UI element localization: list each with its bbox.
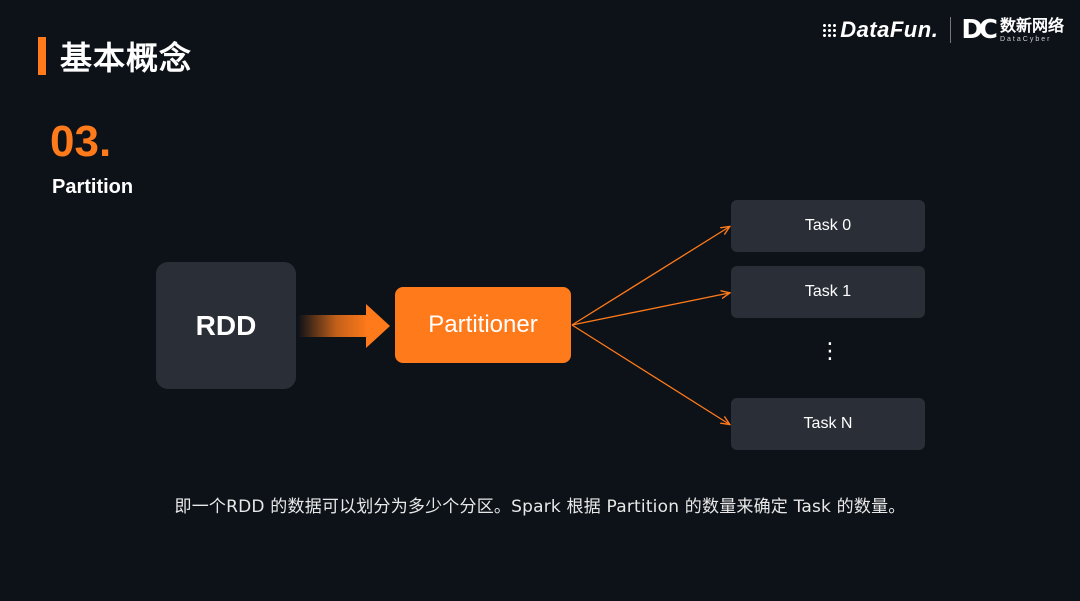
title-accent-bar bbox=[38, 37, 46, 75]
section-name: Partition bbox=[52, 176, 134, 198]
brand-divider bbox=[950, 17, 952, 43]
task-n-node: Task N bbox=[731, 398, 925, 450]
rdd-node: RDD bbox=[156, 262, 296, 389]
datafun-logo: DataFun. bbox=[822, 17, 938, 43]
datafun-logo-text: DataFun. bbox=[840, 17, 939, 42]
brand-logos: DataFun. DC 数新网络 DataCyber bbox=[822, 14, 1064, 46]
caption-text: 即一个RDD 的数据可以划分为多少个分区。Spark 根据 Partition … bbox=[174, 497, 906, 517]
page-title: 基本概念 bbox=[60, 39, 193, 77]
datafun-dots-icon bbox=[822, 23, 837, 37]
datacyber-mark-icon: DC bbox=[961, 15, 998, 45]
arrow-to-task-1 bbox=[571, 293, 729, 326]
task-1-node: Task 1 bbox=[731, 266, 925, 318]
section-number: 03. bbox=[50, 117, 112, 166]
arrow-to-task-n bbox=[571, 324, 729, 424]
partitioner-node: Partitioner bbox=[395, 287, 571, 363]
datacyber-logo: DC 数新网络 DataCyber bbox=[961, 15, 1064, 45]
task-0-node: Task 0 bbox=[731, 200, 925, 252]
datacyber-cn: 数新网络 bbox=[999, 15, 1064, 35]
datacyber-en: DataCyber bbox=[999, 35, 1052, 43]
rdd-to-partitioner-arrow bbox=[298, 304, 390, 348]
vertical-ellipsis-icon: ⋮ bbox=[819, 338, 841, 363]
arrow-to-task-0 bbox=[571, 227, 729, 326]
datacyber-text: 数新网络 DataCyber bbox=[999, 15, 1064, 43]
